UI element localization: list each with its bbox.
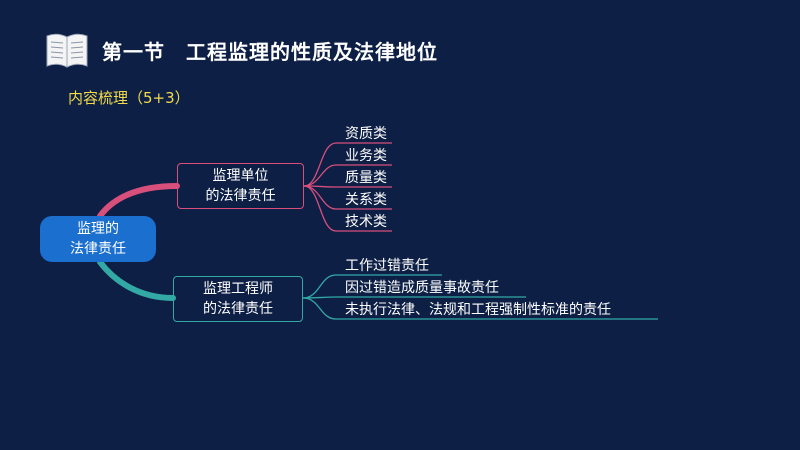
connector-root-branch-1 [97,183,180,219]
connector-root-branch-2 [97,259,176,301]
leaf-technical: 技术类 [345,214,387,230]
section-subtitle: 内容梳理（5+3） [68,89,190,107]
connector-leaf-5 [303,185,392,232]
leaf-quality-accident: 因过错造成质量事故责任 [345,280,499,296]
connector-leaf-6 [302,274,442,299]
leaf-work-fault: 工作过错责任 [345,258,429,274]
leaf-standards-noncompliance: 未执行法律、法规和工程强制性标准的责任 [345,302,611,318]
root-node: 监理的 法律责任 [40,216,156,262]
connector-leaf-7 [302,296,526,299]
connector-leaf-2 [303,164,392,187]
leaf-relationship: 关系类 [345,192,387,208]
branch-node-supervising-engineer: 监理工程师 的法律责任 [173,276,303,322]
page-title: 第一节 工程监理的性质及法律地位 [102,40,438,64]
branch-node-supervision-unit: 监理单位 的法律责任 [177,163,304,209]
leaf-quality: 质量类 [345,170,387,186]
open-book-icon [46,33,88,68]
leaf-business: 业务类 [345,148,387,164]
connector-leaf-8 [302,297,658,320]
connector-leaf-1 [303,142,392,187]
leaf-qualification: 资质类 [345,126,387,142]
